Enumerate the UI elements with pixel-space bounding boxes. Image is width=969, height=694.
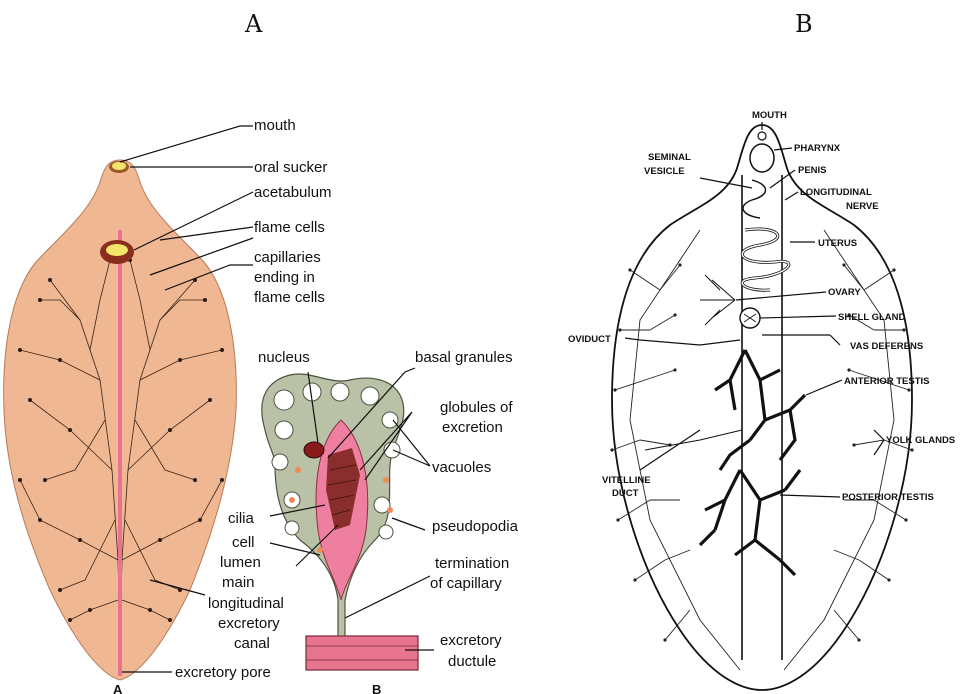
label-canal: canal — [234, 635, 270, 652]
label-b-vitelline-2: DUCT — [612, 488, 639, 499]
label-ductule-1: excretory — [440, 632, 502, 649]
main-canal — [118, 230, 122, 676]
label-b-posterior-testis: POSTERIOR TESTIS — [842, 492, 934, 503]
label-b-seminal-1: SEMINAL — [648, 152, 691, 163]
label-b-anterior-testis: ANTERIOR TESTIS — [844, 376, 930, 387]
label-nucleus: nucleus — [258, 349, 310, 366]
label-globules-2: excretion — [442, 419, 503, 436]
label-globules-1: globules of — [440, 399, 513, 416]
label-flame-cells: flame cells — [254, 219, 325, 236]
label-capillaries-3: flame cells — [254, 289, 325, 306]
label-excretory: excretory — [218, 615, 280, 632]
label-excretory-pore: excretory pore — [175, 664, 271, 681]
label-longitudinal: longitudinal — [208, 595, 284, 612]
label-termination-1: termination — [435, 555, 509, 572]
sub-label-b: B — [372, 682, 381, 694]
label-b-oviduct: OVIDUCT — [568, 334, 611, 345]
label-main: main — [222, 574, 255, 591]
label-b-uterus: UTERUS — [818, 238, 857, 249]
label-basal-granules: basal granules — [415, 349, 513, 366]
label-mouth: mouth — [254, 117, 296, 134]
label-vacuoles: vacuoles — [432, 459, 491, 476]
label-ductule-2: ductule — [448, 653, 496, 670]
label-acetabulum: acetabulum — [254, 184, 332, 201]
label-b-pharynx: PHARYNX — [794, 143, 841, 154]
label-b-shell-gland: SHELL GLAND — [838, 312, 906, 323]
label-pseudopodia: pseudopodia — [432, 518, 519, 535]
label-b-ovary: OVARY — [828, 287, 861, 298]
label-oral-sucker: oral sucker — [254, 159, 327, 176]
label-capillaries-1: capillaries — [254, 249, 321, 266]
label-cell: cell — [232, 534, 255, 551]
label-b-nerve-2: NERVE — [846, 201, 879, 212]
label-termination-2: of capillary — [430, 575, 502, 592]
label-b-yolk-glands: YOLK GLANDS — [886, 435, 955, 446]
flame-cell-detail — [262, 374, 418, 670]
label-b-penis: PENIS — [798, 165, 827, 176]
worm-a-body — [4, 160, 237, 680]
label-b-seminal-2: VESICLE — [644, 166, 685, 177]
sub-label-a: A — [113, 682, 123, 694]
label-lumen: lumen — [220, 554, 261, 571]
label-b-vitelline-1: VITELLINE — [602, 475, 651, 486]
label-b-mouth: MOUTH — [752, 110, 787, 121]
label-b-nerve-1: LONGITUDINAL — [800, 187, 872, 198]
label-cilia: cilia — [228, 510, 254, 527]
label-capillaries-2: ending in — [254, 269, 315, 286]
label-b-vas-deferens: VAS DEFERENS — [850, 341, 923, 352]
